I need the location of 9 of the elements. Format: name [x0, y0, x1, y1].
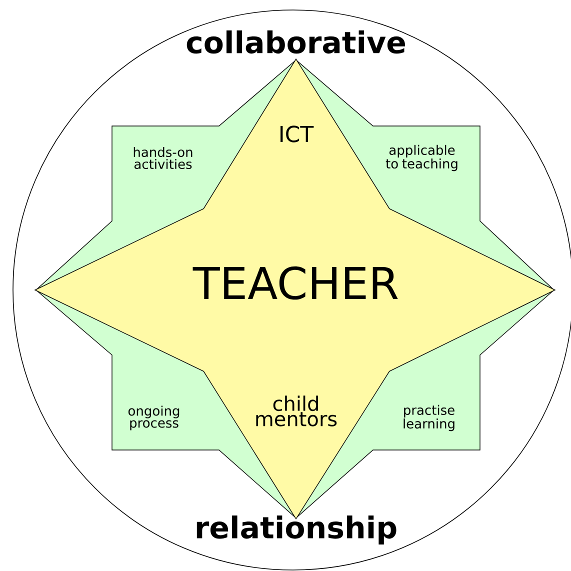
heading-text: relationship [196, 516, 396, 545]
title-text: TEACHER [192, 266, 398, 300]
corner-text: hands-on activities [134, 146, 192, 170]
corner-text: ongoing process [128, 406, 180, 430]
heading-text: collaborative [186, 30, 406, 54]
star-text: child mentors [256, 396, 337, 426]
corner-text: applicable to teaching [386, 144, 458, 172]
star-text: ICT [280, 126, 314, 142]
corner-text: practise learning [404, 404, 454, 432]
